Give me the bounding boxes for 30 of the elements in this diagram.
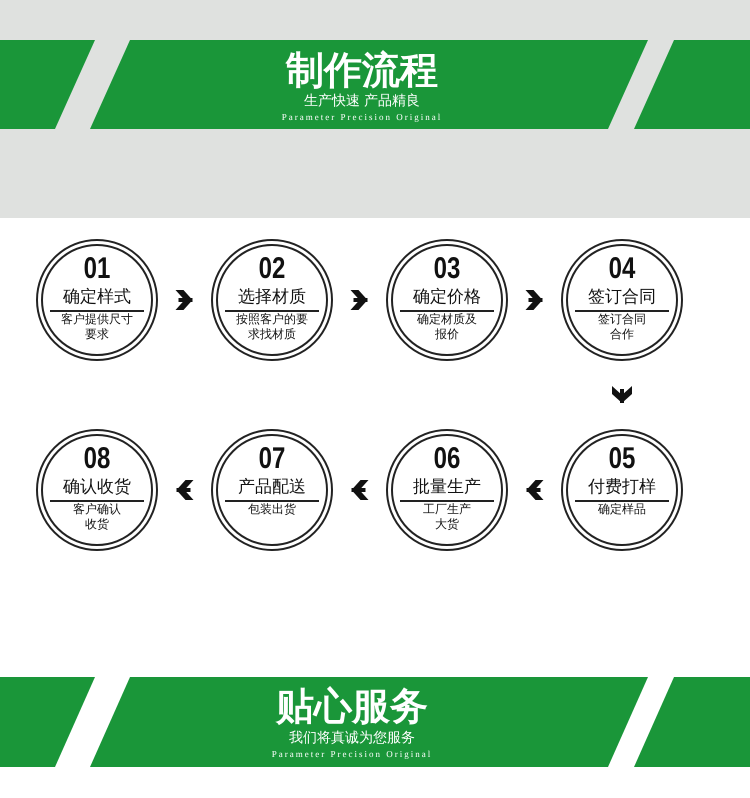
step-description: 按照客户的要求找材质 — [235, 312, 309, 342]
banner-tagline: Parameter Precision Original — [282, 111, 442, 123]
step-title: 产品配送 — [225, 476, 319, 502]
banner-title: 制作流程 — [286, 48, 438, 92]
step-title: 确定价格 — [400, 286, 494, 312]
step-description: 客户确认收货 — [72, 502, 122, 532]
step-number: 06 — [432, 443, 462, 475]
step-number: 03 — [432, 253, 462, 285]
step-title: 确认收货 — [50, 476, 144, 502]
step-title: 批量生产 — [400, 476, 494, 502]
step-title: 签订合同 — [575, 286, 669, 312]
banner-subtitle: 我们将真诚为您服务 — [289, 729, 415, 747]
step-number: 02 — [258, 253, 286, 285]
step-description: 确定样品 — [597, 502, 647, 517]
step-title: 选择材质 — [225, 286, 319, 312]
step-number: 05 — [608, 443, 636, 475]
step-description: 签订合同合作 — [597, 312, 647, 342]
step-number: 04 — [608, 253, 636, 285]
step-description: 包装出货 — [247, 502, 297, 517]
step-number: 01 — [82, 253, 112, 285]
banner-subtitle: 生产快速 产品精良 — [304, 92, 420, 110]
step-title: 确定样式 — [50, 286, 144, 312]
step-description: 客户提供尺寸要求 — [60, 312, 134, 342]
step-number: 07 — [258, 443, 286, 475]
banner-tagline: Parameter Precision Original — [272, 748, 432, 760]
step-description: 工厂生产大货 — [422, 502, 472, 532]
banner-title: 贴心服务 — [276, 684, 428, 728]
step-number: 08 — [82, 443, 112, 475]
step-description: 确定材质及报价 — [416, 312, 478, 342]
step-title: 付费打样 — [575, 476, 669, 502]
